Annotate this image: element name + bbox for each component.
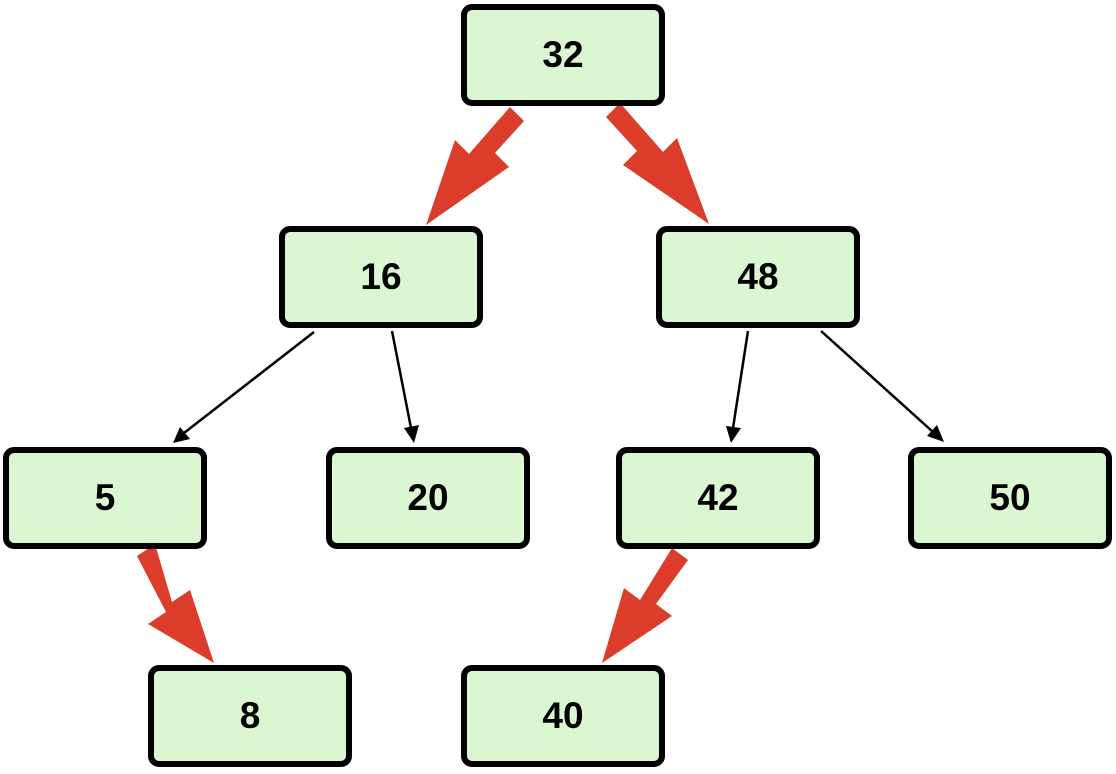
node-8-label: 8 [239,695,261,736]
node-20: 20 [326,447,530,549]
node-32: 32 [461,4,665,106]
edge-5-to-8-arrow [137,544,214,663]
node-5-label: 5 [94,477,116,518]
edge-48-to-50 [820,330,944,442]
node-20-label: 20 [407,477,449,518]
node-32-label: 32 [542,34,584,75]
node-48: 48 [656,226,860,328]
node-42: 42 [616,447,820,549]
node-48-label: 48 [737,256,779,297]
node-16-label: 16 [360,256,402,297]
edge-42-to-40-arrow [602,548,688,663]
node-5: 5 [3,447,207,549]
edge-16-to-5 [173,331,315,443]
edge-32-to-48-arrow [606,103,709,224]
node-50-label: 50 [989,477,1031,518]
edge-32-to-16-arrow [426,107,524,225]
node-50: 50 [908,447,1112,549]
node-40: 40 [461,665,665,767]
node-40-label: 40 [542,695,584,736]
node-8: 8 [148,665,352,767]
node-16: 16 [279,226,483,328]
edge-48-to-42 [726,330,750,443]
node-42-label: 42 [697,477,739,518]
edge-16-to-20 [390,330,419,443]
